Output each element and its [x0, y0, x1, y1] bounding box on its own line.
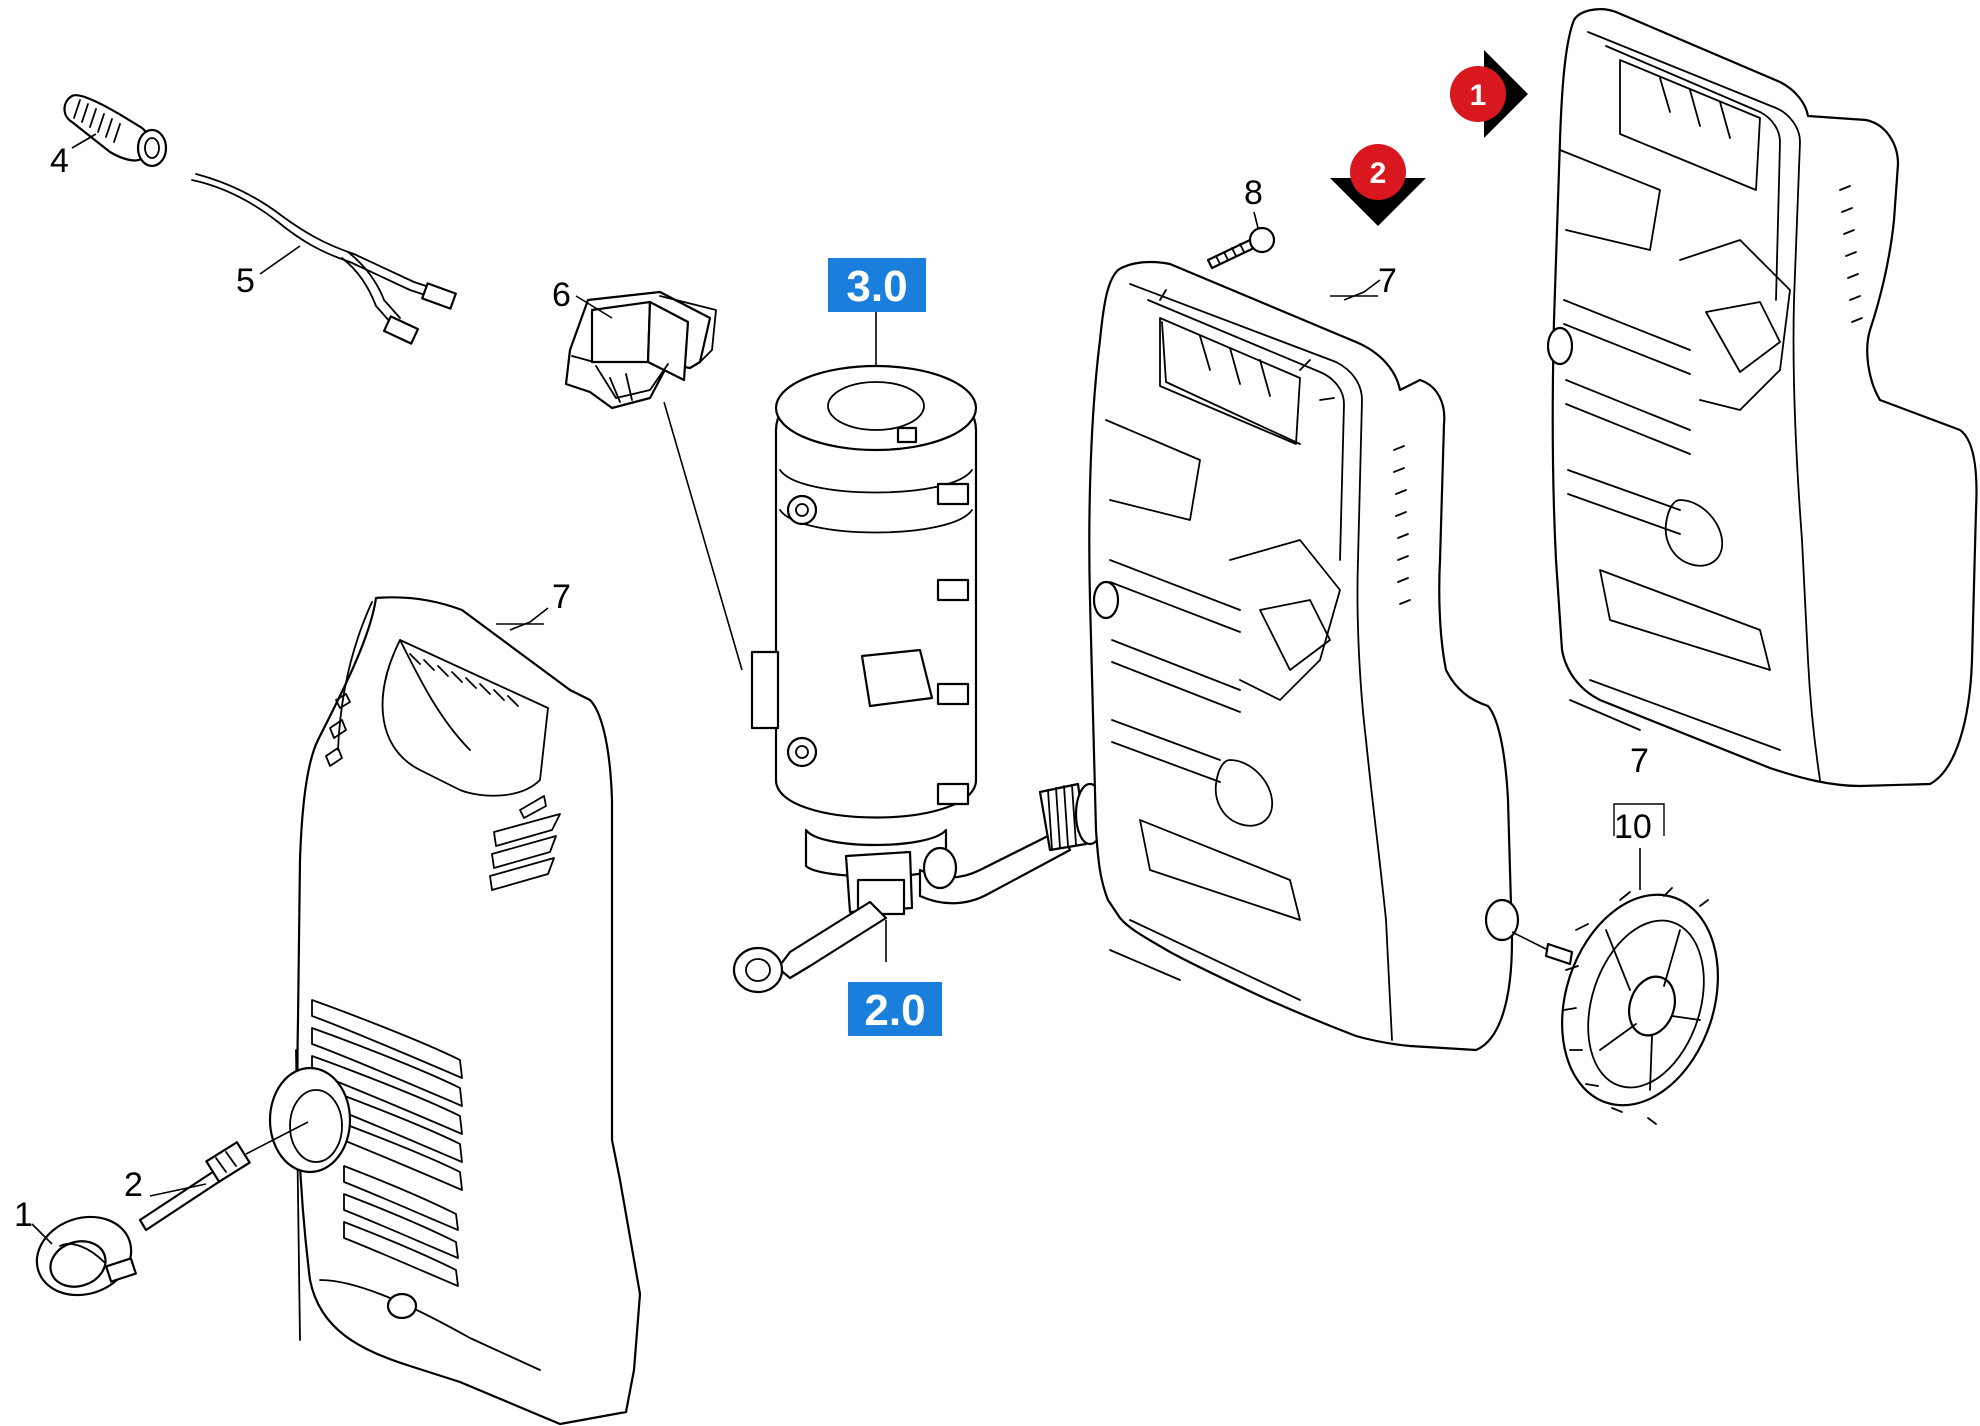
part-2-switch-shaft: [138, 1121, 309, 1232]
front-housing-cover: [268, 596, 642, 1426]
part-labels: 1 2 4 5 6 7 7 7 8 10: [14, 142, 1652, 1234]
part-4-strain-relief: [63, 94, 168, 168]
variant-marker-1: 1: [1450, 50, 1528, 138]
variant-marker-2: 2: [1330, 144, 1426, 226]
badge-3-0[interactable]: 3.0: [828, 258, 926, 312]
badge-2-0[interactable]: 2.0: [848, 982, 942, 1036]
part-6-switch-block: [564, 290, 743, 671]
label-8: 8: [1244, 174, 1263, 212]
motor-pump-assembly-3-0: [732, 312, 1106, 994]
label-4: 4: [50, 142, 69, 180]
part-8-screw: [1206, 211, 1276, 270]
middle-rear-housing: [1088, 260, 1520, 1052]
right-rear-housing: [1546, 8, 1978, 788]
part-5-power-cable: [191, 173, 457, 345]
label-1: 1: [14, 1196, 33, 1234]
label-5: 5: [236, 262, 255, 300]
part-1-rotary-knob: [31, 1215, 137, 1297]
variant-marker-2-label: 2: [1370, 157, 1387, 190]
leader-lines: [71, 133, 1665, 836]
label-7-wheel-set: 7: [1630, 742, 1649, 780]
label-7-front-cover: 7: [552, 578, 571, 616]
badge-2-0-label: 2.0: [864, 986, 925, 1035]
variant-marker-1-label: 1: [1470, 79, 1487, 112]
label-2: 2: [124, 1166, 143, 1204]
label-6: 6: [552, 276, 571, 314]
badge-3-0-label: 3.0: [846, 262, 907, 311]
label-10: 10: [1614, 808, 1652, 846]
part-10-wheel: [1511, 848, 1719, 1125]
label-7-middle-housing: 7: [1378, 262, 1397, 300]
